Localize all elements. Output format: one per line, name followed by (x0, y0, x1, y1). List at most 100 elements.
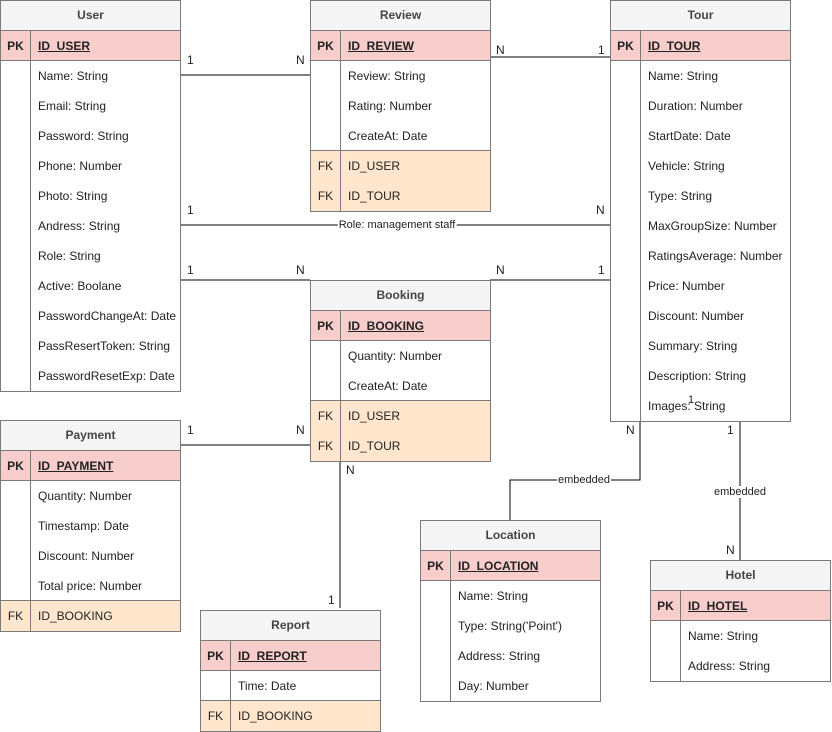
review-field: Review: String (348, 69, 426, 83)
booking-fk-field: ID_TOUR (348, 439, 401, 453)
payment-field-row[interactable]: Quantity: Number (1, 481, 180, 511)
key-cell (1, 181, 31, 211)
user-field-row[interactable]: Phone: Number (1, 151, 180, 181)
payment-field-row[interactable]: Discount: Number (1, 541, 180, 571)
user-field-row[interactable]: Email: String (1, 91, 180, 121)
key-cell (1, 511, 31, 541)
tour-field-row[interactable]: StartDate: Date (611, 121, 790, 151)
user-field-row[interactable]: Password: String (1, 121, 180, 151)
tour-field: Discount: Number (648, 309, 745, 323)
user-field-row[interactable]: Name: String (1, 61, 180, 91)
card-booking-report-from: N (346, 463, 355, 477)
pk-badge: PK (311, 311, 341, 341)
card-booking-tour-to: 1 (598, 263, 605, 277)
tour-field-row[interactable]: Discount: Number (611, 301, 790, 331)
report-pk-field: ID_REPORT (238, 649, 307, 663)
booking-field-row[interactable]: Quantity: Number (311, 341, 490, 371)
key-cell (1, 571, 31, 601)
tour-field: Vehicle: String (648, 159, 725, 173)
booking-field-row[interactable]: CreateAt: Date (311, 371, 490, 401)
payment-field-row[interactable]: Total price: Number (1, 571, 180, 601)
key-cell (421, 581, 451, 611)
pk-badge: PK (1, 451, 31, 481)
key-cell (421, 641, 451, 671)
user-field-row[interactable]: Photo: String (1, 181, 180, 211)
key-cell (611, 241, 641, 271)
payment-field-row[interactable]: Timestamp: Date (1, 511, 180, 541)
location-field-row[interactable]: Day: Number (421, 671, 600, 701)
tour-field-row[interactable]: MaxGroupSize: Number (611, 211, 790, 241)
review-fk-field: ID_USER (348, 159, 401, 173)
card-user-booking-from: 1 (187, 263, 194, 277)
tour-field-row[interactable]: Type: String (611, 181, 790, 211)
user-field: Email: String (38, 99, 107, 113)
key-cell (1, 541, 31, 571)
user-field-row[interactable]: Andress: String (1, 211, 180, 241)
location-field-row[interactable]: Type: String('Point') (421, 611, 600, 641)
report-field-row[interactable]: Time: Date (201, 671, 380, 701)
user-field-row[interactable]: Active: Boolane (1, 271, 180, 301)
key-cell (1, 61, 31, 91)
location-field-row[interactable]: Name: String (421, 581, 600, 611)
tour-field-row[interactable]: Vehicle: String (611, 151, 790, 181)
card-review-tour-from: N (496, 43, 505, 57)
tour-field: Price: Number (648, 279, 725, 293)
tour-field-row[interactable]: RatingsAverage: Number (611, 241, 790, 271)
hotel-field-row[interactable]: Address: String (651, 651, 830, 681)
tour-field: Type: String (648, 189, 713, 203)
tour-title: Tour (611, 1, 790, 31)
user-field-row[interactable]: PassResertToken: String (1, 331, 180, 361)
stray-cardinality-label: 1 (688, 394, 695, 406)
tour-field-row[interactable]: Name: String (611, 61, 790, 91)
review-field-row[interactable]: CreateAt: Date (311, 121, 490, 151)
user-title: User (1, 1, 180, 31)
tour-field-row[interactable]: Description: String (611, 361, 790, 391)
tour-field: MaxGroupSize: Number (648, 219, 777, 233)
review-field: CreateAt: Date (348, 129, 428, 143)
key-cell (611, 211, 641, 241)
tour-field-row[interactable]: Images: String (611, 391, 790, 421)
location-field-row[interactable]: Address: String (421, 641, 600, 671)
tour-field-row[interactable]: Summary: String (611, 331, 790, 361)
user-field-row[interactable]: PasswordResetExp: Date (1, 361, 180, 391)
edge-tour-location[interactable] (509, 420, 641, 520)
user-field-row[interactable]: PasswordChangeAt: Date (1, 301, 180, 331)
user-field-row[interactable]: Role: String (1, 241, 180, 271)
key-cell (201, 671, 231, 701)
hotel-field-row[interactable]: Name: String (651, 621, 830, 651)
location-pk-field: ID_LOCATION (458, 559, 539, 573)
review-field-row[interactable]: Rating: Number (311, 91, 490, 121)
tour-field: StartDate: Date (648, 129, 731, 143)
tour-field-row[interactable]: Duration: Number (611, 91, 790, 121)
fk-badge: FK (1, 601, 31, 631)
fk-badge: FK (201, 701, 231, 731)
review-field-row[interactable]: Review: String (311, 61, 490, 91)
report-field: Time: Date (238, 679, 297, 693)
tour-field-row[interactable]: Price: Number (611, 271, 790, 301)
key-cell (611, 361, 641, 391)
card-user-review-to: N (296, 53, 305, 67)
edge-label-embedded-location: embedded (557, 474, 611, 486)
